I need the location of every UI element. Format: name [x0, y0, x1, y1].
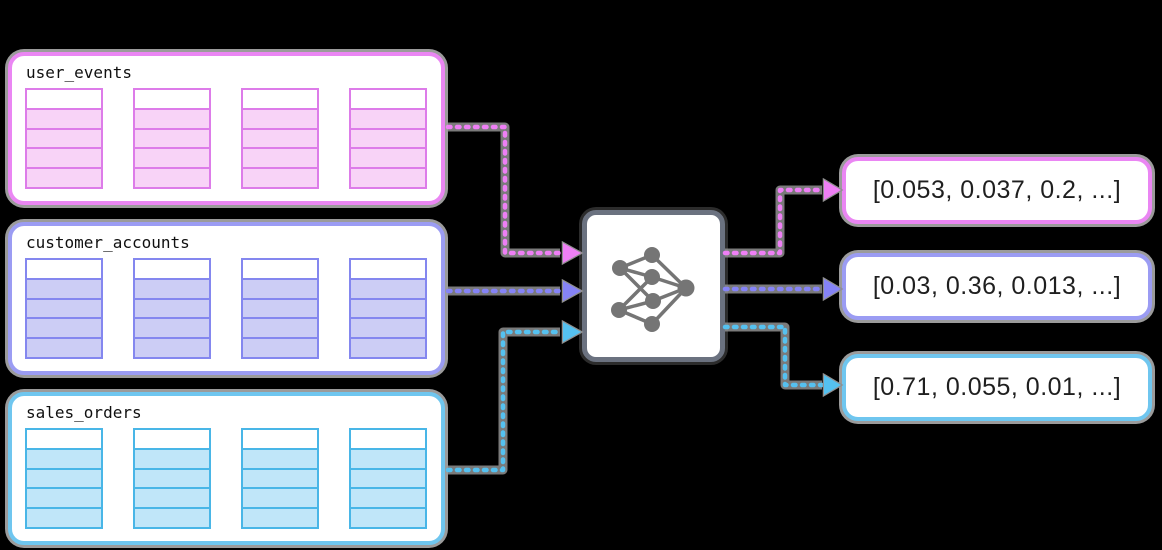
mini-table-row: [243, 317, 317, 338]
mini-table-header-row: [351, 260, 425, 278]
flow-sales-orders-to-model: [445, 319, 584, 475]
embedding-output-user-events: [0.053, 0.037, 0.2, ...]: [842, 157, 1152, 224]
embedding-output-customer-accounts: [0.03, 0.36, 0.013, ...]: [842, 253, 1152, 320]
mini-table-row: [243, 297, 317, 318]
table-box-sales-orders: sales_orders: [8, 392, 445, 545]
mini-table: [25, 88, 103, 189]
mini-table-row: [243, 337, 317, 357]
mini-table-row: [135, 467, 209, 488]
mini-table-row: [135, 317, 209, 338]
mini-table: [241, 258, 319, 359]
mini-table: [349, 88, 427, 189]
mini-table: [349, 428, 427, 529]
mini-table-row: [351, 147, 425, 168]
mini-tables-user-events: [25, 88, 441, 189]
mini-table-row: [351, 467, 425, 488]
mini-table-header-row: [351, 90, 425, 108]
mini-table-row: [351, 317, 425, 338]
flow-model-to-output-3: [722, 322, 844, 398]
flow-user-events-to-model: [445, 122, 584, 266]
mini-table-row: [27, 507, 101, 527]
mini-table-row: [243, 447, 317, 468]
mini-table-row: [27, 447, 101, 468]
mini-table-row: [135, 507, 209, 527]
mini-table-row: [27, 467, 101, 488]
mini-table: [133, 258, 211, 359]
mini-table-row: [351, 107, 425, 128]
mini-table-row: [243, 507, 317, 527]
table-name-user-events: user_events: [26, 63, 132, 82]
embedding-model-box: [582, 210, 725, 362]
mini-table-row: [351, 487, 425, 508]
mini-table-row: [243, 487, 317, 508]
mini-table-row: [27, 297, 101, 318]
mini-table: [25, 258, 103, 359]
mini-table-row: [27, 317, 101, 338]
mini-table-row: [135, 337, 209, 357]
mini-table-row: [135, 487, 209, 508]
mini-table-row: [135, 147, 209, 168]
mini-table-row: [27, 127, 101, 148]
mini-table-row: [351, 447, 425, 468]
mini-table: [133, 88, 211, 189]
mini-table-row: [351, 167, 425, 187]
mini-tables-customer-accounts: [25, 258, 441, 359]
mini-table-row: [27, 277, 101, 298]
mini-table-header-row: [27, 430, 101, 448]
mini-table-row: [135, 447, 209, 468]
mini-table-row: [243, 147, 317, 168]
mini-table-row: [351, 507, 425, 527]
mini-table-row: [243, 467, 317, 488]
mini-table-row: [135, 127, 209, 148]
mini-table-row: [351, 337, 425, 357]
mini-table-header-row: [243, 430, 317, 448]
mini-table-header-row: [135, 90, 209, 108]
mini-table-row: [135, 107, 209, 128]
neural-network-icon: [611, 247, 695, 332]
mini-table-row: [243, 167, 317, 187]
mini-table-row: [27, 107, 101, 128]
mini-table-row: [135, 277, 209, 298]
mini-table-row: [27, 147, 101, 168]
embedding-vector-text-1: [0.053, 0.037, 0.2, ...]: [872, 176, 1122, 204]
mini-table-row: [27, 337, 101, 357]
mini-table-header-row: [243, 90, 317, 108]
mini-table-row: [135, 167, 209, 187]
mini-table: [25, 428, 103, 529]
embedding-vector-text-2: [0.03, 0.36, 0.013, ...]: [872, 272, 1122, 300]
mini-table: [241, 88, 319, 189]
table-box-user-events: user_events: [8, 52, 445, 205]
table-box-customer-accounts: customer_accounts: [8, 222, 445, 375]
embedding-output-sales-orders: [0.71, 0.055, 0.01, ...]: [842, 354, 1152, 421]
mini-table-row: [27, 167, 101, 187]
mini-table-header-row: [243, 260, 317, 278]
mini-table-header-row: [135, 430, 209, 448]
mini-table-row: [243, 277, 317, 298]
mini-table-row: [351, 127, 425, 148]
embedding-vector-text-3: [0.71, 0.055, 0.01, ...]: [872, 373, 1122, 401]
flow-customer-accounts-to-model: [445, 278, 584, 304]
mini-table: [241, 428, 319, 529]
mini-table-row: [351, 297, 425, 318]
mini-table-row: [243, 107, 317, 128]
mini-table-header-row: [27, 260, 101, 278]
table-name-customer-accounts: customer_accounts: [26, 233, 190, 252]
mini-table-header-row: [351, 430, 425, 448]
mini-table-row: [27, 487, 101, 508]
mini-table-header-row: [27, 90, 101, 108]
mini-table: [133, 428, 211, 529]
flow-model-to-output-1: [722, 177, 844, 258]
mini-table-row: [243, 127, 317, 148]
mini-table-row: [135, 297, 209, 318]
flow-model-to-output-2: [722, 276, 844, 302]
table-name-sales-orders: sales_orders: [26, 403, 142, 422]
mini-table-row: [351, 277, 425, 298]
mini-table-header-row: [135, 260, 209, 278]
mini-tables-sales-orders: [25, 428, 441, 529]
mini-table: [349, 258, 427, 359]
